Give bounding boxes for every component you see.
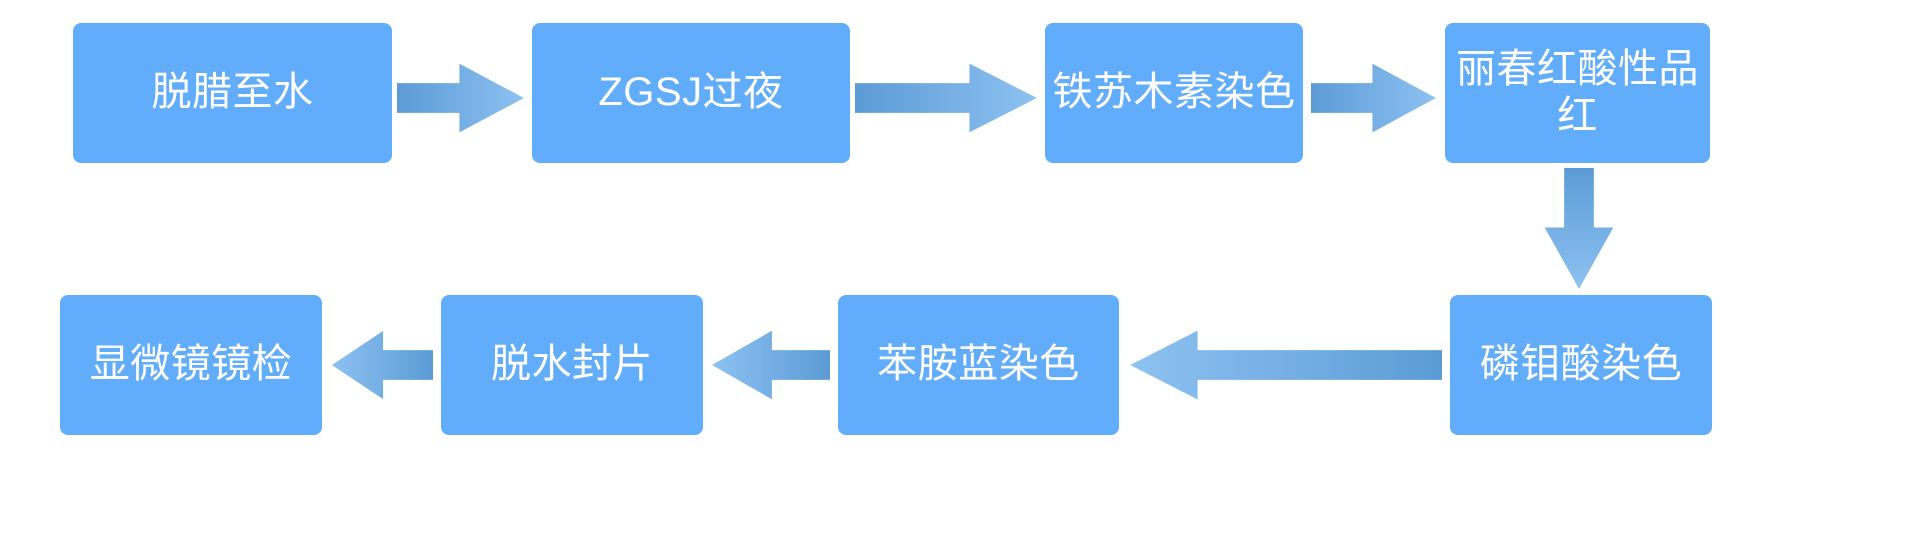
flow-node-label: ZGSJ过夜 [598,70,784,115]
flow-node-label: 铁苏木素染色 [1052,70,1296,115]
flow-node-label: 脱腊至水 [151,70,314,115]
flow-node-n6[interactable]: 脱水封片 [441,295,703,435]
flow-node-label: 磷钼酸染色 [1479,342,1683,387]
arrow-left-n6-n5-icon [328,327,435,403]
flow-node-label: 显微镜镜检 [89,342,293,387]
flow-node-n8[interactable]: 磷钼酸染色 [1450,295,1712,435]
flow-node-n5[interactable]: 显微镜镜检 [60,295,322,435]
flow-node-n2[interactable]: ZGSJ过夜 [532,23,850,163]
arrow-left-n8-n7-icon [1125,327,1444,403]
flow-node-label: 丽春红酸性品 红 [1456,46,1699,138]
flow-node-label: 苯胺蓝染色 [877,342,1080,387]
arrow-right-n3-n4-icon [1309,60,1441,136]
flow-node-n7[interactable]: 苯胺蓝染色 [838,295,1119,435]
arrow-down-n4-n8-icon [1541,166,1617,294]
flow-node-n1[interactable]: 脱腊至水 [73,23,392,163]
flow-node-label: 脱水封片 [491,342,653,387]
arrow-right-n1-n2-icon [395,60,529,136]
arrow-right-n2-n3-icon [853,60,1042,136]
arrow-left-n7-n6-icon [707,327,832,403]
flow-node-n4[interactable]: 丽春红酸性品 红 [1445,23,1710,163]
flow-node-n3[interactable]: 铁苏木素染色 [1045,23,1303,163]
